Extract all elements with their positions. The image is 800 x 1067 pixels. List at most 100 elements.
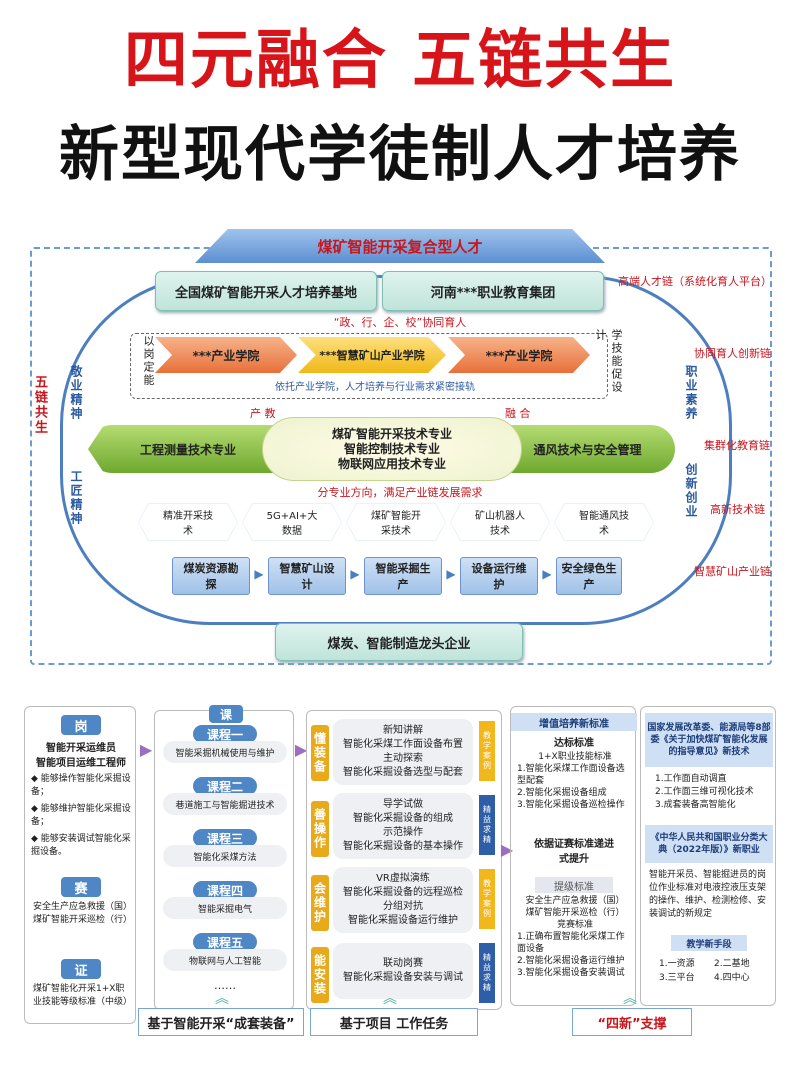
chain-arrow-4: ▶ [542,567,552,581]
policy-3-item-1: 1.一资源 [659,959,695,969]
policy-1-item-1: 1.工作面自动调直 [655,774,727,784]
policy-footer: “四新”支撑 [572,1008,692,1036]
chain-1-label: 煤炭资源勘探 [183,562,239,591]
policy-3-item-2: 2.二基地 [714,959,750,969]
policy-1-item-3: 3.成套装备高智能化 [655,800,736,810]
up-chevron-1: ︽ [215,991,229,1007]
zheng-head: 证 [61,959,101,979]
course-4-head: 课程四 [193,881,257,899]
banner-text: 煤矿智能开采复合型人才 [317,237,483,256]
raise-item-1: 安全生产应急救援（国） [525,896,625,906]
policy-2-text: 智能开采员、智能掘进员的岗位作业标准对电液控液压支架的操作、维护、检测检修、安装… [649,870,767,919]
gang-bullet-3: ◆ 能够安装调试智能化采掘设备。 [31,834,131,857]
ke-head: 课 [209,705,243,723]
task-footer-text: 基于项目 工作任务 [339,1016,449,1032]
step-2-line-1: 导学试做 [383,799,423,810]
step-2-line-4: 智能化采掘设备的基本操作 [343,841,463,852]
standard-mid: 依据证赛标准递进式提升 [531,835,617,865]
reach-item-1: 1+X职业技能标准 [538,752,612,762]
major-right: 通风技术与安全管理 [500,425,675,473]
skill-1-label: 精准开采技术 [163,511,213,537]
tag-2: 精益求精 [479,795,495,855]
bottom-diagram: 岗 智能开采运维员 智能项目运维工程师 ◆ 能够操作智能化采掘设备； ◆ 能够维… [0,700,800,1040]
raise-item-4: 1.正确布置智能化采煤工作面设备 [517,932,625,954]
standard-panel: 增值培养新标准 达标标准 1+X职业技能标准 1.智能化采煤工作面设备选型配套 … [510,706,637,1006]
gang-item-2: 智能项目运维工程师 [36,758,126,769]
step-1-line-2: 智能化采煤工作面设备布置 [343,739,463,750]
sai-item-2: 煤矿智能开采巡检（行） [33,915,133,925]
course-4: 课程四 智能采掘电气 [163,881,287,923]
ke-panel: 课 课程一 智能采掘机械使用与维护 课程二 巷道施工与智能掘进技术 课程三 智能… [154,705,294,1010]
chain-3-label: 智能采掘生产 [375,562,431,591]
up-chevron-3: ︽ [623,991,637,1007]
chain-4: 设备运行维护 [460,557,538,595]
tag-1: 教学案例 [479,721,495,781]
industry-chain: 煤炭资源勘探 ▶ 智慧矿山设计 ▶ 智能采掘生产 ▶ 设备运行维护 ▶ 安全绿色… [172,557,622,597]
step-1-line-1: 新知讲解 [383,725,423,736]
skill-3: 煤矿智能开采技术 [346,503,446,541]
policy-1-head: 国家发展改革委、能源局等8部委《关于加快煤矿智能化发展的指导意见》新技术 [645,713,773,767]
step-4-line-1: 联动岗赛 [383,958,423,969]
major-right-label: 通风技术与安全管理 [533,442,642,457]
chain-1: 煤炭资源勘探 [172,557,250,595]
left-vertical-text: 以岗定能 [142,335,155,387]
left-spirit-text: 敬业精神 [69,365,83,421]
raise-head: 提级标准 [535,877,613,893]
step-3-line-4: 智能化采掘设备运行维护 [348,915,458,926]
chain-label-3: 集群化教育链 [704,439,770,452]
talent-banner: 煤矿智能开采复合型人才 [195,229,605,263]
step-4-head: 能安装 [311,947,329,1003]
major-center-2: 智能控制技术专业 [343,441,440,456]
policy-1-items: 1.工作面自动调直 2.工作面三维可视化技术 3.成套装备高智能化 [655,773,773,812]
skill-4: 矿山机器人技术 [450,503,550,541]
sai-head: 赛 [61,877,101,897]
major-left: 工程测量技术专业 [88,425,288,473]
step-1-head: 懂装备 [311,725,329,781]
step-2-body: 导学试做 智能化采掘设备的组成 示范操作 智能化采掘设备的基本操作 [333,793,473,859]
major-center: 煤矿智能开采技术专业 智能控制技术专业 物联网应用技术专业 [262,417,522,481]
reach-item-2: 1.智能化采煤工作面设备选型配套 [517,764,625,786]
gang-panel: 岗 智能开采运维员 智能项目运维工程师 ◆ 能够操作智能化采掘设备； ◆ 能够维… [24,706,136,1024]
raise-item-3: 竞赛标准 [556,920,593,930]
step-1-body: 新知讲解 智能化采煤工作面设备布置 主动探索 智能化采掘设备选型与配套 [333,719,473,785]
raise-item-2: 煤矿智能开采巡检（行） [525,908,625,918]
course-2-name: 巷道施工与智能掘进技术 [163,793,287,815]
raise-items: 安全生产应急救援（国） 煤矿智能开采巡检（行） 竞赛标准 1.正确布置智能化采煤… [517,895,633,979]
arrow-to-steps: ▶ [294,740,308,759]
step-4-line-2: 智能化采掘设备安装与调试 [343,972,463,983]
wulian-text: 五链共生 [32,375,47,435]
standard-head: 增值培养新标准 [511,713,637,731]
course-2-head: 课程二 [193,777,257,795]
enterprise-box: 煤炭、智能制造龙头企业 [275,623,523,661]
base-right-label: 河南***职业教育集团 [430,285,556,301]
raise-item-5: 2.智能化采掘设备运行维护 [517,956,625,966]
policy-panel: 国家发展改革委、能源局等8部委《关于加快煤矿智能化发展的指导意见》新技术 1.工… [640,706,776,1006]
up-chevron-2: ︽ [383,991,397,1007]
right-spirit-text: 职业素养 [684,365,698,421]
main-title: 四元融合 五链共生 [123,24,677,98]
step-3-line-3: 分组对抗 [383,901,423,912]
arrow-to-ke: ▶ [139,740,153,759]
course-2: 课程二 巷道施工与智能掘进技术 [163,777,287,819]
right-spirit2-text: 创新创业 [684,463,698,519]
chanjiao-right: 融 合 [505,407,531,420]
gang-item-1: 智能开采运维员 [46,743,116,754]
major-note: 分专业方向，满足产业链发展需求 [317,486,483,499]
course-3: 课程三 智能化采煤方法 [163,829,287,871]
major-center-1: 煤矿智能开采技术专业 [331,426,452,441]
course-3-name: 智能化采煤方法 [163,845,287,867]
chanjiao-left: 产 教 [250,407,276,420]
chain-label-1: 高端人才链（系统化育人平台） [618,275,772,288]
skill-4-label: 矿山机器人技术 [475,511,525,537]
standard-mid-text: 依据证赛标准递进式提升 [534,839,614,865]
college-1: ***产业学院 [155,337,297,373]
step-3-line-1: VR虚拟演练 [376,873,430,884]
college-3: ***产业学院 [448,337,590,373]
chain-3: 智能采掘生产 [364,557,442,595]
skill-1: 精准开采技术 [138,503,238,541]
steps-panel: 懂装备 新知讲解 智能化采煤工作面设备布置 主动探索 智能化采掘设备选型与配套 … [306,710,502,1010]
step-4-body: 联动岗赛 智能化采掘设备安装与调试 [333,943,473,999]
major-center-3: 物联网应用技术专业 [337,456,446,471]
skill-2-label: 5G+AI+大数据 [266,511,318,537]
base-left-label: 全国煤矿智能开采人才培养基地 [174,285,357,301]
